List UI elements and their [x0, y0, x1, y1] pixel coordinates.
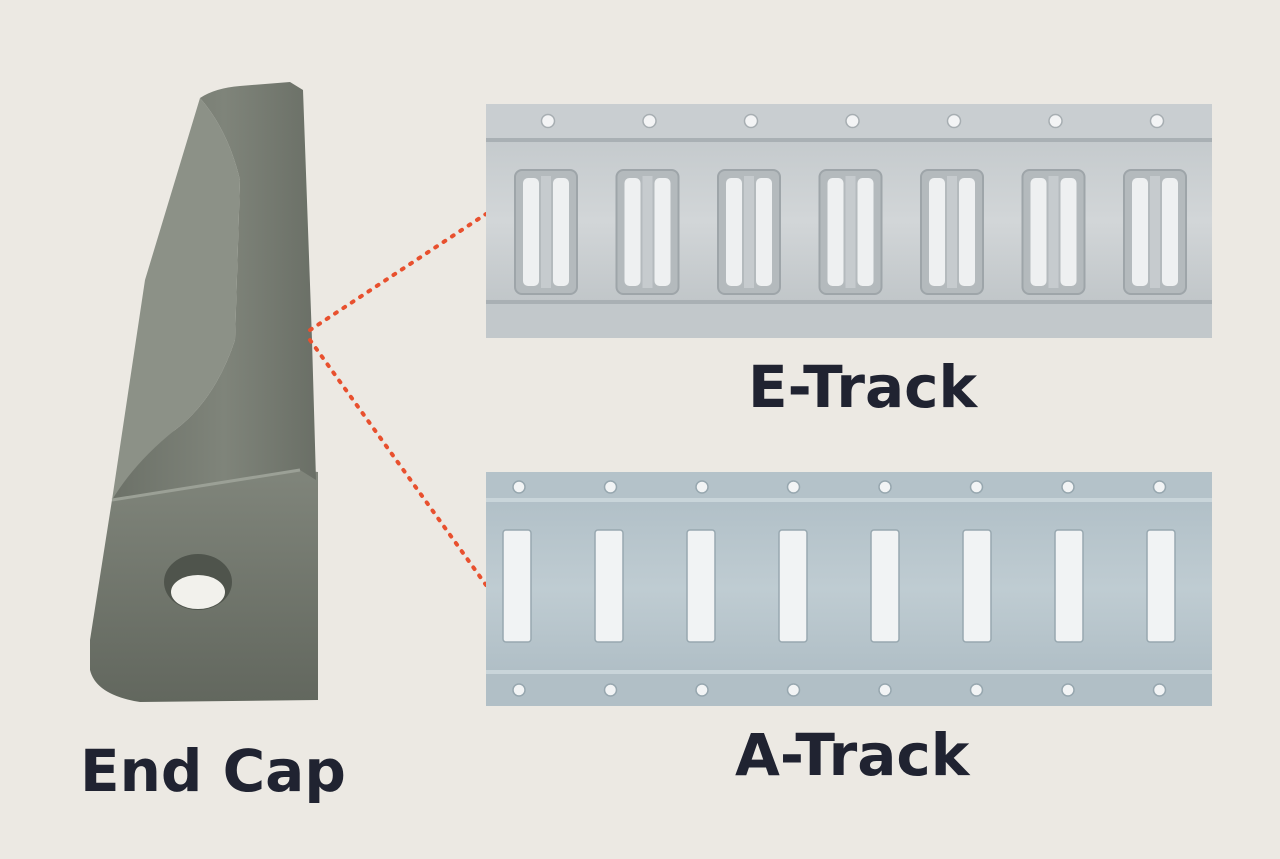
a-track-bolt-hole-top [969, 480, 984, 494]
a-track-bottom-rail-edge [486, 670, 1212, 674]
e-track-slot-bridge [642, 176, 653, 288]
e-track-slot-bridge [947, 176, 957, 288]
e-track-slot-bridge [1150, 176, 1160, 288]
a-track-bolt-hole-bottom [1061, 683, 1075, 697]
e-track-slot-opening [1060, 178, 1077, 286]
e-track-slot-opening [857, 178, 874, 286]
end-cap-edge-highlight [111, 468, 301, 502]
a-track-slot [870, 529, 900, 643]
e-track-bolt-hole [1048, 113, 1063, 129]
a-track-top-rail [486, 472, 1212, 500]
e-track-slot-opening [624, 178, 641, 286]
e-track-slot-bridge [845, 176, 856, 288]
e-track-slot-opening [553, 178, 569, 286]
e-track-slot-opening [929, 178, 945, 286]
e-track-bolt-hole [743, 113, 759, 129]
e-track-slot-bridge [541, 176, 551, 288]
e-track-bottom-rail [486, 304, 1212, 338]
e-track-slot-bridge [744, 176, 754, 288]
a-track-slot [1146, 529, 1176, 643]
a-track-bolt-hole-top [603, 480, 618, 494]
e-track-bolt-hole [1149, 113, 1165, 129]
connector-line-to-a-track [308, 338, 488, 587]
e-track-slot-opening [1030, 178, 1047, 286]
a-track-bolt-hole-bottom [603, 683, 618, 697]
end-cap-ridge [112, 98, 240, 500]
e-track-slot-opening [523, 178, 539, 286]
a-track-bolt-hole-top [1061, 480, 1075, 494]
end-cap-label: End Cap [80, 737, 346, 805]
a-track-bolt-hole-bottom [695, 683, 709, 697]
a-track-slot [594, 529, 624, 643]
e-track-bolt-hole [946, 113, 962, 129]
a-track-label: A-Track [735, 721, 970, 789]
e-track-label: E-Track [748, 353, 978, 421]
a-track-bolt-hole-bottom [786, 683, 801, 697]
e-track-image [486, 104, 1212, 338]
e-track-slot-opening [959, 178, 975, 286]
a-track-slot [1054, 529, 1084, 643]
a-track-bolt-hole-bottom [969, 683, 984, 697]
e-track-slot-opening [756, 178, 772, 286]
a-track-bolt-hole-bottom [1152, 683, 1167, 697]
a-track-bottom-rail [486, 674, 1212, 706]
a-track-slot [778, 529, 808, 643]
e-track-slot-bridge [1048, 176, 1059, 288]
a-track-top-rail-edge [486, 498, 1212, 502]
e-track-bolt-hole [540, 113, 556, 129]
a-track-slot [686, 529, 716, 643]
e-track-slot-opening [827, 178, 844, 286]
a-track-bolt-hole-bottom [878, 683, 892, 697]
e-track-bottom-rail-edge [486, 300, 1212, 304]
a-track-bolt-hole-top [1152, 480, 1167, 494]
a-track-bolt-hole-top [695, 480, 709, 494]
e-track-bolt-hole [845, 113, 860, 129]
end-cap-face [112, 82, 316, 500]
e-track-slot-opening [726, 178, 742, 286]
e-track-bolt-hole [642, 113, 657, 129]
a-track-slot [962, 529, 992, 643]
a-track-image [486, 472, 1212, 706]
end-cap-mount-hole-light [171, 575, 225, 609]
e-track-slot-opening [1162, 178, 1178, 286]
a-track-slot [502, 529, 532, 643]
e-track-slot-opening [1132, 178, 1148, 286]
a-track-bolt-hole-top [512, 480, 526, 494]
a-track-bolt-hole-top [786, 480, 801, 494]
e-track-slot-opening [654, 178, 671, 286]
a-track-bolt-hole-top [878, 480, 892, 494]
a-track-bolt-hole-bottom [512, 683, 526, 697]
e-track-top-rail-edge [486, 138, 1212, 142]
end-cap-image [90, 82, 318, 702]
